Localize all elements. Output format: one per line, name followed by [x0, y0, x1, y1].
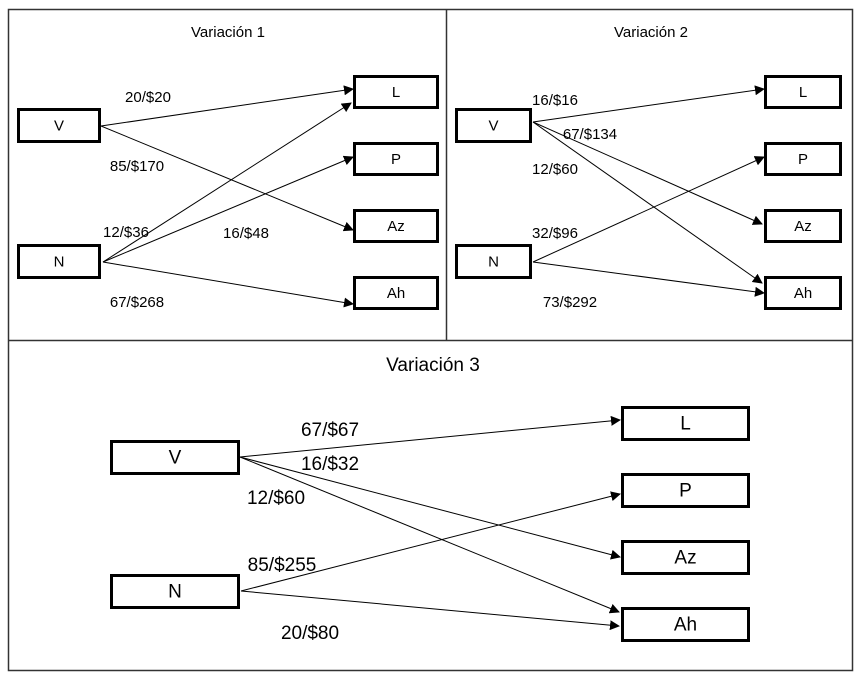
node-label: P — [798, 151, 808, 168]
edge-label: 85/$170 — [110, 158, 164, 175]
edge-arrow-v-to-ah — [239, 456, 620, 614]
edge-arrow-n-to-ah — [102, 261, 354, 308]
source-node-v: V — [455, 108, 532, 143]
node-label: L — [799, 84, 807, 101]
edge-arrow-v-to-az — [532, 121, 763, 225]
node-label: L — [680, 414, 691, 435]
node-box — [764, 75, 842, 109]
node-label: Ah — [387, 285, 405, 302]
edge-arrow-n-to-l — [102, 102, 352, 263]
edge-label: 67/$134 — [563, 126, 617, 143]
edge-label: 85/$255 — [248, 555, 317, 576]
node-label: Az — [674, 548, 696, 569]
panel-title: Variación 1 — [191, 24, 265, 41]
target-node-az: Az — [353, 209, 439, 243]
source-node-v: V — [17, 108, 101, 143]
node-box — [621, 540, 750, 575]
node-box — [764, 276, 842, 310]
node-box — [621, 607, 750, 642]
edge-arrow-n-to-p — [240, 491, 621, 592]
source-node-n: N — [110, 574, 240, 609]
edge-arrow-v-to-l — [100, 85, 354, 127]
node-box — [621, 406, 750, 441]
edge-label: 67/$268 — [110, 294, 164, 311]
node-box — [110, 574, 240, 609]
source-node-n: N — [17, 244, 101, 279]
node-box — [17, 244, 101, 279]
node-label: V — [54, 117, 64, 134]
target-node-az: Az — [621, 540, 750, 575]
edge-label: 20/$20 — [125, 89, 171, 106]
edge-label: 16/$32 — [301, 454, 359, 475]
target-node-p: P — [621, 473, 750, 508]
node-box — [353, 276, 439, 310]
edge-arrow-v-to-ah — [532, 121, 763, 284]
target-node-ah: Ah — [621, 607, 750, 642]
node-box — [764, 142, 842, 176]
edge-arrow-v-to-az — [100, 125, 354, 232]
panel-title: Variación 3 — [386, 355, 480, 376]
target-node-az: Az — [764, 209, 842, 243]
target-node-p: P — [353, 142, 439, 176]
node-box — [455, 244, 532, 279]
edge-arrow-n-to-p — [532, 156, 765, 263]
panel-variacion-3: Variación 3 67/$67 16/$32 12/$60 85/$255 20/$… — [110, 355, 750, 644]
node-label: N — [488, 253, 499, 270]
edge-label: 16/$48 — [223, 225, 269, 242]
panel-variacion-1: Variación 1 20/$20 85/$170 12/$36 16/$48 67/$… — [17, 24, 439, 311]
edge-label: 20/$80 — [281, 623, 339, 644]
edge-arrow-v-to-l — [532, 85, 765, 123]
node-label: N — [168, 582, 182, 603]
node-box — [17, 108, 101, 143]
node-label: P — [679, 481, 692, 502]
edge-arrow-v-to-l — [239, 415, 621, 458]
edge-label: 67/$67 — [301, 420, 359, 441]
target-node-p: P — [764, 142, 842, 176]
edge-label: 12/$36 — [103, 224, 149, 241]
target-node-l: L — [764, 75, 842, 109]
panel-title: Variación 2 — [614, 24, 688, 41]
edge-label: 12/$60 — [247, 488, 305, 509]
target-node-l: L — [353, 75, 439, 109]
edge-label: 73/$292 — [543, 294, 597, 311]
source-node-n: N — [455, 244, 532, 279]
source-node-v: V — [110, 440, 240, 475]
panel-variacion-2: Variación 2 16/$16 67/$134 12/$60 32/$96 73/$… — [455, 24, 842, 311]
node-label: L — [392, 84, 400, 101]
node-label: V — [488, 117, 498, 134]
node-box — [764, 209, 842, 243]
edge-label: 12/$60 — [532, 161, 578, 178]
target-node-ah: Ah — [764, 276, 842, 310]
node-box — [353, 75, 439, 109]
edge-arrow-n-to-ah — [240, 590, 620, 631]
target-node-ah: Ah — [353, 276, 439, 310]
node-box — [110, 440, 240, 475]
node-box — [455, 108, 532, 143]
edge-label: 16/$16 — [532, 92, 578, 109]
node-label: V — [169, 448, 182, 469]
node-label: Az — [794, 218, 812, 235]
node-box — [353, 209, 439, 243]
node-label: Az — [387, 218, 405, 235]
edge-label: 32/$96 — [532, 225, 578, 242]
node-label: P — [391, 151, 401, 168]
node-box — [621, 473, 750, 508]
node-box — [353, 142, 439, 176]
node-label: Ah — [674, 615, 697, 636]
node-label: Ah — [794, 285, 812, 302]
edge-arrow-n-to-ah — [532, 261, 765, 297]
edge-arrow-n-to-p — [102, 155, 354, 263]
target-node-l: L — [621, 406, 750, 441]
edge-arrow-v-to-az — [239, 456, 621, 560]
node-label: N — [54, 253, 65, 270]
